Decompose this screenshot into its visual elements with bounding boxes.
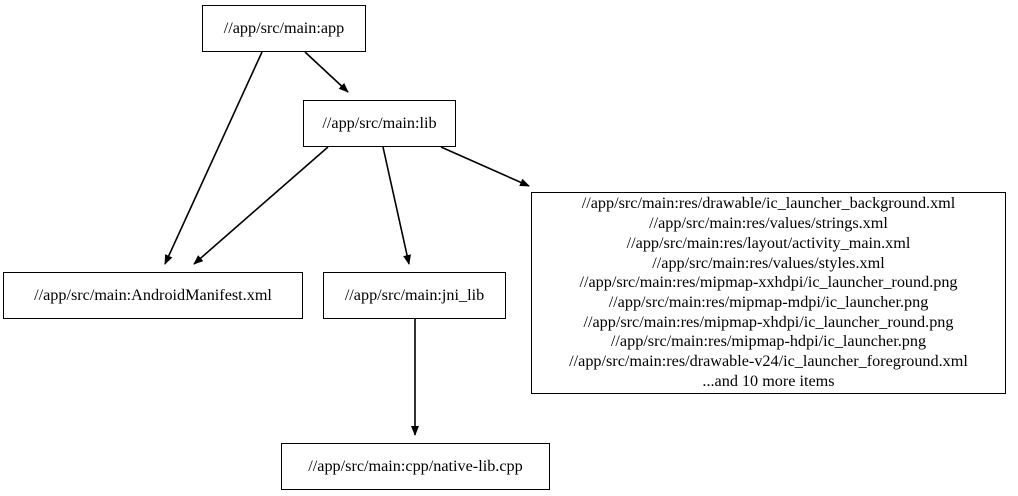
node-res-group[interactable]: //app/src/main:res/drawable/ic_launcher_… bbox=[531, 192, 1006, 394]
edge-lib-to-jni-lib bbox=[382, 146, 411, 265]
node-jni-lib[interactable]: //app/src/main:jni_lib bbox=[323, 272, 506, 319]
edge-lib-to-manifest bbox=[193, 146, 329, 265]
edge-app-to-lib bbox=[304, 51, 349, 93]
node-lib-label: //app/src/main:lib bbox=[322, 113, 437, 132]
node-res-group-label: //app/src/main:res/drawable/ic_launcher_… bbox=[569, 194, 968, 390]
edge-lib-to-res-group bbox=[440, 146, 530, 187]
node-app-label: //app/src/main:app bbox=[223, 18, 345, 37]
node-jni-lib-label: //app/src/main:jni_lib bbox=[344, 285, 485, 304]
node-native-lib-cpp[interactable]: //app/src/main:cpp/native-lib.cpp bbox=[281, 443, 550, 490]
node-lib[interactable]: //app/src/main:lib bbox=[303, 100, 456, 147]
edge-app-to-manifest bbox=[164, 51, 263, 265]
node-android-manifest-label: //app/src/main:AndroidManifest.xml bbox=[34, 285, 272, 304]
node-android-manifest[interactable]: //app/src/main:AndroidManifest.xml bbox=[3, 272, 303, 319]
node-native-lib-cpp-label: //app/src/main:cpp/native-lib.cpp bbox=[308, 456, 523, 475]
node-app[interactable]: //app/src/main:app bbox=[202, 5, 366, 52]
